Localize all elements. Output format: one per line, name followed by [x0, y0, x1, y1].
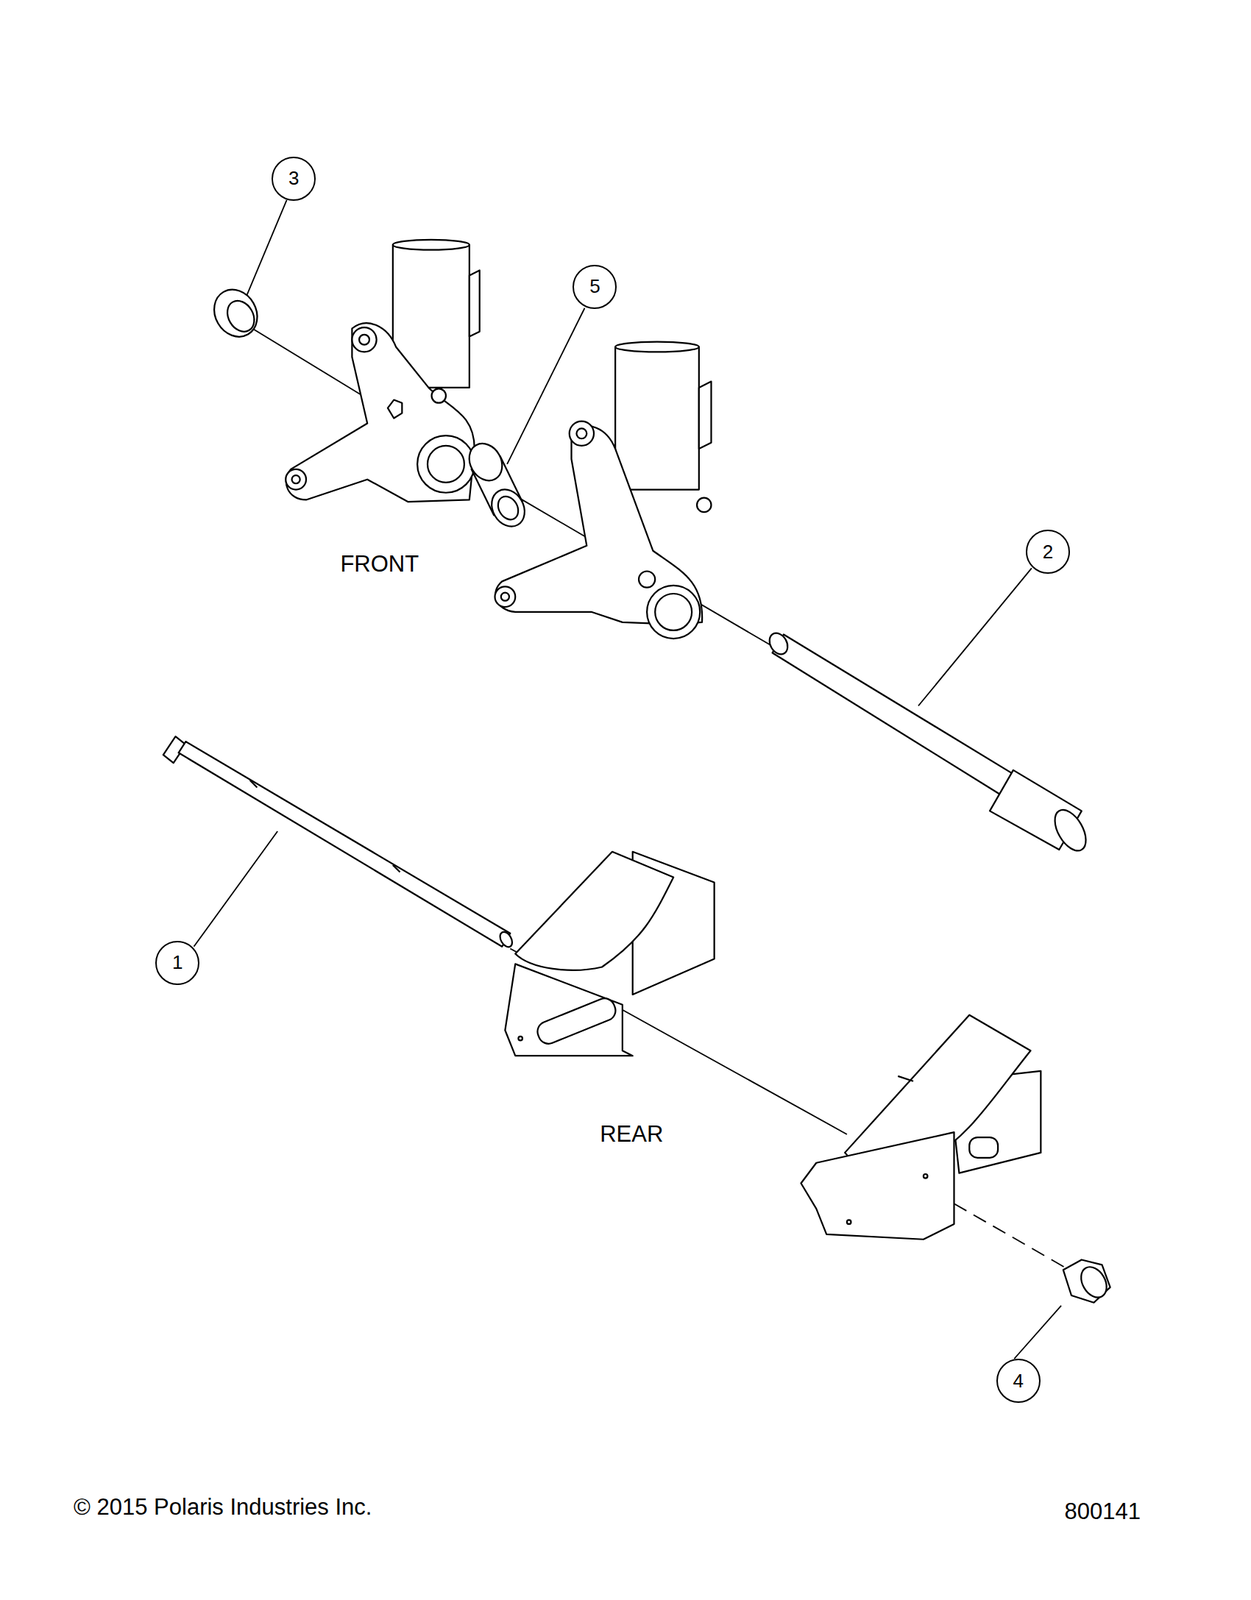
view-label: FRONT — [337, 551, 421, 578]
front-right-knuckle — [495, 342, 712, 640]
rear-right-bracket — [800, 1015, 1041, 1240]
view-label: REAR — [597, 1121, 666, 1148]
diagram-number: 800141 — [1062, 1498, 1143, 1526]
rear-left-bracket — [504, 852, 714, 1056]
copyright-note: © 2015 Polaris Industries Inc. — [71, 1494, 374, 1522]
callout-number: 5 — [589, 275, 600, 299]
spacer — [462, 437, 532, 533]
callout-number: 4 — [1013, 1370, 1024, 1394]
hex-nut — [1063, 1259, 1112, 1303]
callout-number: 1 — [172, 951, 183, 975]
callout-circle: 5 — [572, 264, 617, 310]
callout-circle: 3 — [271, 156, 316, 201]
leader-lines — [193, 200, 1062, 1360]
front-left-knuckle — [285, 239, 480, 502]
callout-circle: 4 — [996, 1359, 1041, 1404]
callout-number: 2 — [1042, 540, 1054, 564]
front-axle — [766, 629, 1093, 856]
callout-number: 3 — [288, 167, 299, 190]
flange-nut — [206, 281, 266, 345]
callout-circle: 2 — [1025, 529, 1070, 574]
callout-circle: 1 — [155, 941, 200, 986]
rear-bolt — [163, 736, 515, 950]
